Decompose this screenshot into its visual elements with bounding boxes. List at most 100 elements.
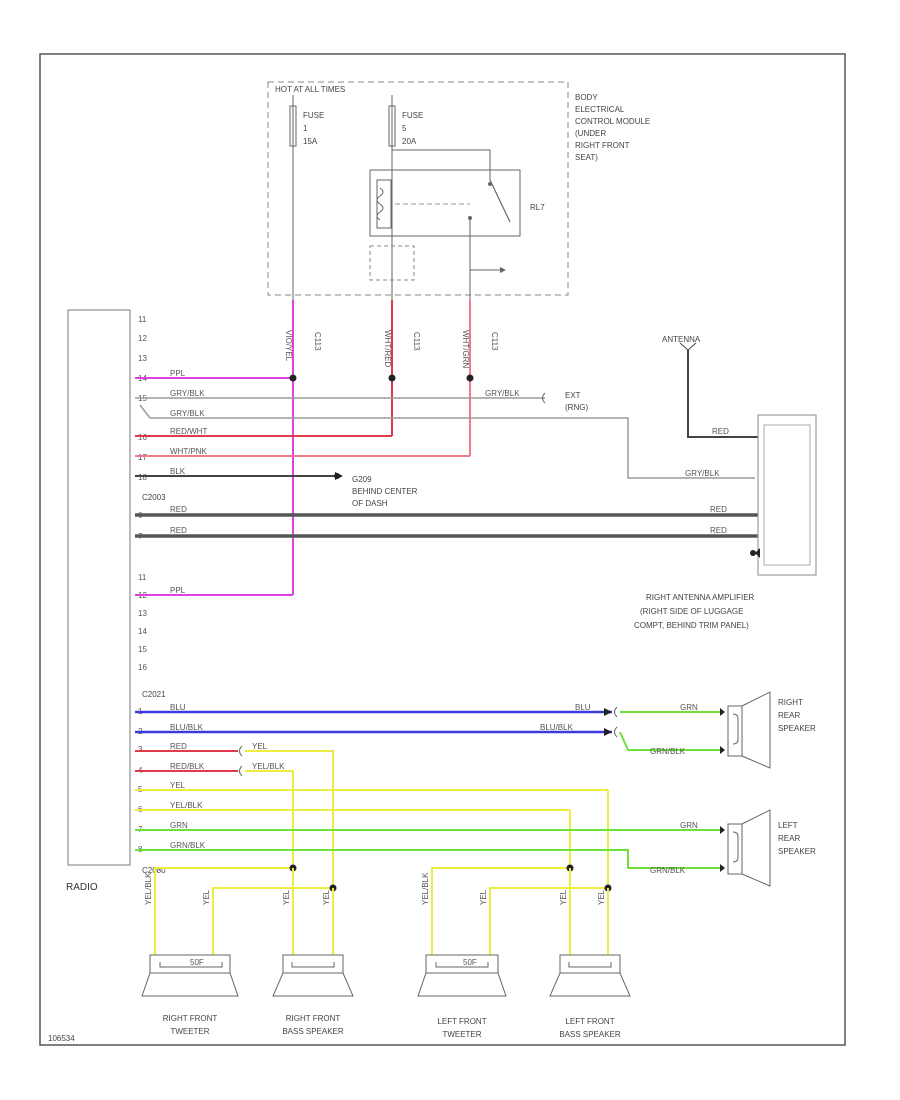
left-front-bass-speaker [549,954,631,997]
splice-dot [388,374,396,382]
speaker-label: BASS SPEAKER [282,1027,344,1036]
wire-label: YEL [322,889,331,905]
wire-label: RED [170,505,187,514]
module-wire-color: WHT/GRN [461,330,470,368]
speaker-label: RIGHT FRONT [286,1014,341,1023]
ext-label: EXT [565,391,581,400]
wire-label: YEL [170,781,186,790]
radio-pin: 11 [138,573,147,582]
right-rear-speaker: RIGHT REAR SPEAKER [720,691,816,769]
wire-grn-blk-rr [619,731,720,751]
relay-rl7: RL7 [369,149,545,300]
fuse-1-name: FUSE [303,111,324,120]
radio-pin: 17 [138,453,147,462]
right-front-tweeter: 50F [141,954,239,997]
wire-label: BLU [575,703,591,712]
wire-label: GRN/BLK [650,747,686,756]
wire-label: PPL [170,369,186,378]
speaker-label: RIGHT FRONT [163,1014,218,1023]
radio-pin: 15 [138,645,147,654]
diagram-id: 106534 [48,1034,75,1043]
radio-label: RADIO [66,882,98,893]
fuse-1-amps: 15A [303,137,318,146]
wire-label: GRY/BLK [685,469,720,478]
wire-label: GRN [170,821,188,830]
fuse-2-name: FUSE [402,111,423,120]
wire-label: RED [710,505,727,514]
wire-label: YEL [479,889,488,905]
fuse-2-amps: 20A [402,137,417,146]
module-label-line: (UNDER [575,129,606,138]
wire-yel-blk-rf-tweeter [154,867,293,878]
radio-pin: 12 [138,334,147,343]
module-wire-color: VIO/YEL [284,330,293,362]
connector-id: C113 [313,332,322,351]
relay-label: RL7 [530,203,545,212]
antenna: ANTENNA RED GRY/BLK [662,335,760,478]
wire-label: BLK [170,467,186,476]
left-rear-speaker: LEFT REAR SPEAKER [720,809,816,887]
fuse-2-num: 5 [402,124,407,133]
wire-label: BLU/BLK [540,723,574,732]
connector-id: C113 [490,332,499,351]
speaker-label: LEFT FRONT [565,1017,614,1026]
wire-label: GRN/BLK [650,866,686,875]
fuse-2: FUSE 5 20A [388,95,423,300]
wire-label: BLU [170,703,186,712]
module-wire-color: WHT/RED [383,330,392,368]
fuse-1: FUSE 1 15A [289,95,324,300]
power-label: HOT AT ALL TIMES [275,85,345,94]
splice-dot [466,374,474,382]
diagram-frame [39,53,846,1046]
module-label-line: ELECTRICAL [575,105,625,114]
radio-pin: 3 [138,745,143,754]
wire-label: RED/WHT [170,427,207,436]
fuse-1-num: 1 [303,124,308,133]
wire-label: WHT/PNK [170,447,208,456]
wire-label: RED [170,526,187,535]
wire-gry-blk-antenna [139,404,755,479]
wire-label: YEL/BLK [144,872,153,905]
wire-label: YEL/BLK [421,872,430,905]
wire-label: RED [170,742,187,751]
radio-pin: 16 [138,433,147,442]
connector-id: C113 [412,332,421,351]
radio-pins-low: 11 12 13 14 15 16 [138,573,147,672]
wire-label: BLU/BLK [170,723,204,732]
radio-pin: 13 [138,354,147,363]
radio-unit [67,309,131,866]
antenna-amp-label: COMPT, BEHIND TRIM PANEL) [634,621,749,630]
wire-label: GRY/BLK [170,389,205,398]
ground-label: OF DASH [352,499,388,508]
wire-lf-tweeter-b [489,887,608,955]
module-label-line: BODY [575,93,598,102]
speaker-label: BASS SPEAKER [559,1030,621,1039]
wire-label: GRY/BLK [485,389,520,398]
radio-pin: 18 [138,473,147,482]
wire-label: YEL [597,889,606,905]
right-rear-label: SPEAKER [778,724,816,733]
antenna-amp-label: (RIGHT SIDE OF LUGGAGE [640,607,743,616]
speaker-label: TWEETER [442,1030,481,1039]
ext-label: (RNG) [565,403,588,412]
wire-label: YEL [282,889,291,905]
radio-pin: 11 [138,315,147,324]
left-rear-label: SPEAKER [778,847,816,856]
antenna-amp-label: RIGHT ANTENNA AMPLIFIER [646,593,755,602]
wire-label: RED [710,526,727,535]
wire-label: GRN [680,821,698,830]
radio-pins-speaker: 1 2 3 4 5 6 7 8 [138,707,143,854]
cap-label: 50F [463,958,477,967]
wire-label: RED [712,427,729,436]
left-front-tweeter: 50F [417,954,507,997]
speaker-label: LEFT FRONT [437,1017,486,1026]
wire-yel-rf [245,750,334,888]
wire-label: YEL/BLK [252,762,285,771]
connector-c2021: C2021 [142,690,166,699]
wire-label: PPL [170,586,186,595]
cap-label: 50F [190,958,204,967]
antenna-wire [687,350,760,438]
radio-pin: 16 [138,663,147,672]
left-rear-label: LEFT [778,821,798,830]
